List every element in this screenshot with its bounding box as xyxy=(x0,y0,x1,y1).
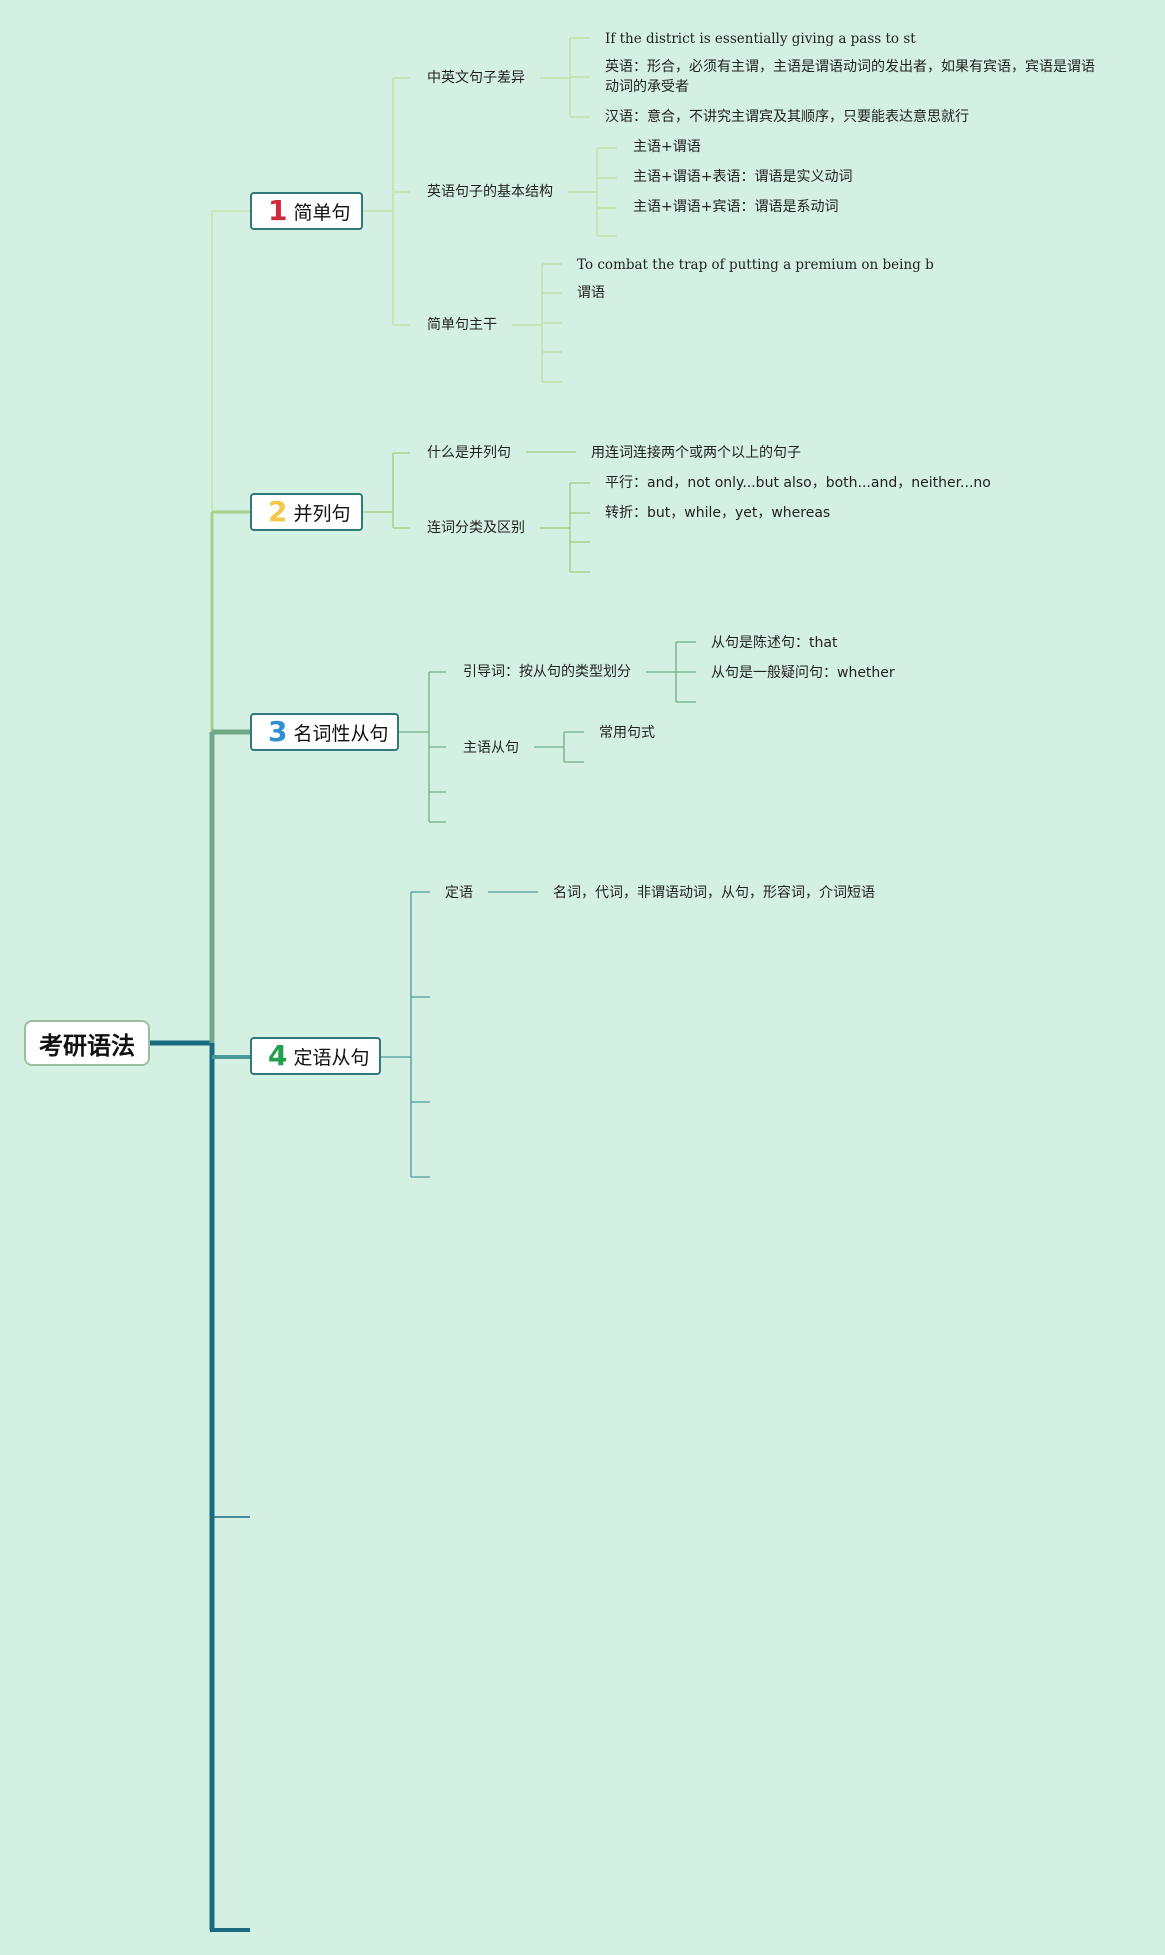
leaf-node[interactable]: 汉语：意合，不讲究主谓宾及其顺序，只要能表达意思就行 xyxy=(605,109,969,125)
leaf-node[interactable]: 转折：but，while，yet，whereas xyxy=(605,505,831,521)
topic-label: 名词性从句 xyxy=(293,722,389,745)
leaf-node[interactable]: 主语+谓语+表语：谓语是实义动词 xyxy=(633,169,853,185)
leaf-node[interactable]: 从句是陈述句：that xyxy=(711,635,838,651)
topic-label: 并列句 xyxy=(293,502,351,525)
subtopic-node[interactable]: 主语从句 xyxy=(463,740,519,756)
leaf-node[interactable]: 主语+谓语 xyxy=(633,139,701,155)
leaf-node[interactable]: 谓语 xyxy=(577,285,605,301)
subtopic-node[interactable]: 定语 xyxy=(445,885,473,901)
leaf-node[interactable]: 英语：形合，必须有主谓，主语是谓语动词的发出者，如果有宾语，宾语是谓语动词的承受… xyxy=(605,59,1095,95)
root-node[interactable]: 考研语法 xyxy=(24,1020,150,1066)
topic-label: 简单句 xyxy=(293,201,351,224)
leaf-node[interactable]: 常用句式 xyxy=(599,725,655,741)
leaf-node[interactable]: To combat the trap of putting a premium … xyxy=(577,257,934,273)
subtopic-node[interactable]: 简单句主干 xyxy=(427,317,497,333)
subtopic-node[interactable]: 英语句子的基本结构 xyxy=(427,184,553,200)
topic-simple-sentence[interactable]: 1 简单句 xyxy=(250,192,363,230)
subtopic-node[interactable]: 引导词：按从句的类型划分 xyxy=(463,664,631,680)
leaf-node[interactable]: 从句是一般疑问句：whether xyxy=(711,665,895,681)
leaf-node[interactable]: 平行：and，not only...but also，both...and，ne… xyxy=(605,475,991,491)
topic-compound-sentence[interactable]: 2 并列句 xyxy=(250,493,363,531)
subtopic-node[interactable]: 什么是并列句 xyxy=(427,445,511,461)
leaf-node[interactable]: 用连词连接两个或两个以上的句子 xyxy=(591,445,801,461)
number-2-icon: 2 xyxy=(268,495,288,528)
subtopic-node[interactable]: 连词分类及区别 xyxy=(427,520,525,536)
number-4-icon: 4 xyxy=(268,1039,288,1072)
topic-noun-clause[interactable]: 3 名词性从句 xyxy=(250,713,399,751)
leaf-node[interactable]: 主语+谓语+宾语：谓语是系动词 xyxy=(633,199,839,215)
number-3-icon: 3 xyxy=(268,715,288,748)
root-title: 考研语法 xyxy=(39,1031,135,1060)
number-1-icon: 1 xyxy=(268,194,288,227)
topic-attributive-clause[interactable]: 4 定语从句 xyxy=(250,1037,381,1075)
leaf-node[interactable]: If the district is essentially giving a … xyxy=(605,31,916,47)
topic-label: 定语从句 xyxy=(293,1046,370,1069)
leaf-node[interactable]: 名词，代词，非谓语动词，从句，形容词，介词短语 xyxy=(553,885,875,901)
subtopic-node[interactable]: 中英文句子差异 xyxy=(427,70,525,86)
